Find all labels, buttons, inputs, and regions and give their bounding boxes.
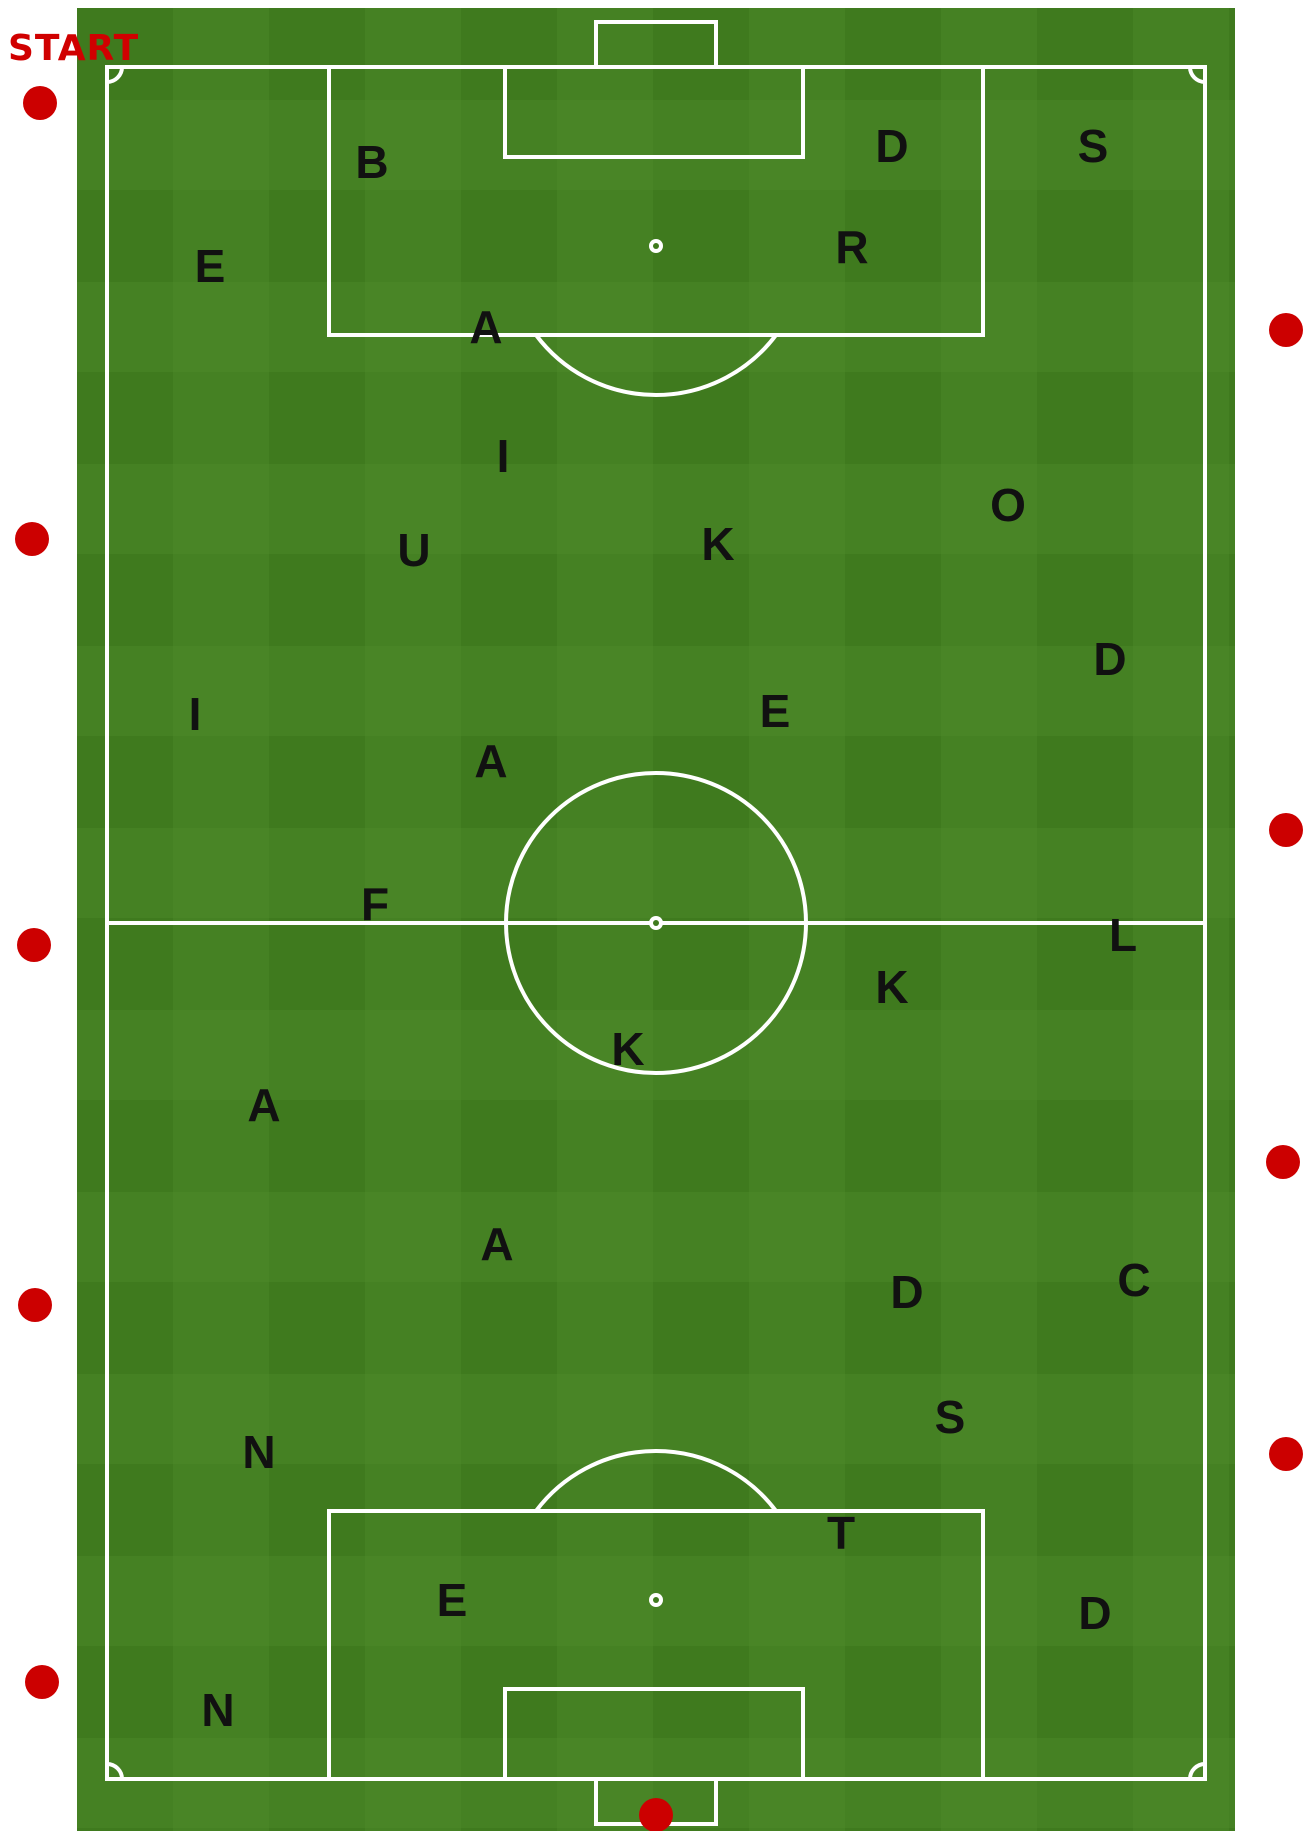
letter-d: D [875,120,908,172]
red-dot [23,86,57,120]
letter-k: K [611,1023,644,1075]
letter-e: E [760,685,791,737]
start-label: START [8,28,139,69]
red-dot [18,1288,52,1322]
red-dot [1269,1437,1303,1471]
letter-a: A [480,1218,513,1270]
letter-a: A [474,735,507,787]
red-dot [1269,813,1303,847]
letter-t: T [827,1507,855,1559]
letter-k: K [701,518,734,570]
letter-u: U [397,524,430,576]
letter-e: E [195,240,226,292]
letter-s: S [935,1391,966,1443]
red-dot [639,1798,673,1831]
letter-d: D [1078,1587,1111,1639]
red-dot [1266,1145,1300,1179]
letter-r: R [835,221,868,273]
letter-o: O [990,479,1026,531]
letter-d: D [890,1266,923,1318]
red-dot [15,522,49,556]
letter-s: S [1078,120,1109,172]
letter-i: I [189,688,202,740]
red-dot [17,928,51,962]
letter-c: C [1117,1254,1150,1306]
letter-i: I [497,430,510,482]
letter-f: F [361,878,389,930]
letter-n: N [201,1684,234,1736]
letter-a: A [469,301,502,353]
letter-e: E [437,1574,468,1626]
red-dot [25,1665,59,1699]
letter-d: D [1093,633,1126,685]
letter-n: N [242,1426,275,1478]
letter-a: A [247,1079,280,1131]
letter-l: L [1109,909,1137,961]
letter-b: B [355,136,388,188]
letter-k: K [875,961,908,1013]
red-dot [1269,313,1303,347]
